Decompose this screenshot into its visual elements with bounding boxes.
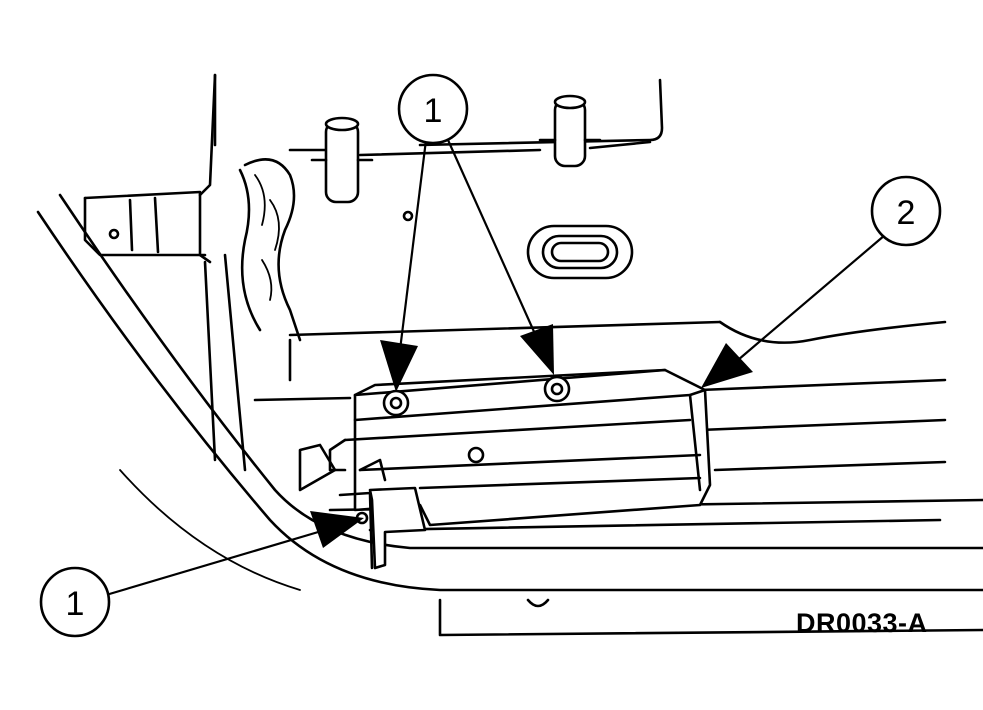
callout-label: 1 [424, 92, 443, 130]
wiring-harness [238, 158, 302, 342]
figure-code: DR0033-A [796, 608, 928, 638]
callout-1-top: 1 [380, 73, 554, 392]
callout-label: 2 [897, 194, 916, 232]
bolt-1 [382, 389, 410, 417]
access-hole [402, 210, 634, 280]
door-panel [36, 73, 983, 637]
bolt-2 [543, 375, 571, 403]
callout-label: 1 [66, 585, 85, 623]
callout-2: 2 [701, 175, 942, 388]
module-bracket [298, 368, 712, 570]
callout-1-bottom: 1 [39, 511, 364, 638]
mounting-posts [310, 94, 602, 204]
